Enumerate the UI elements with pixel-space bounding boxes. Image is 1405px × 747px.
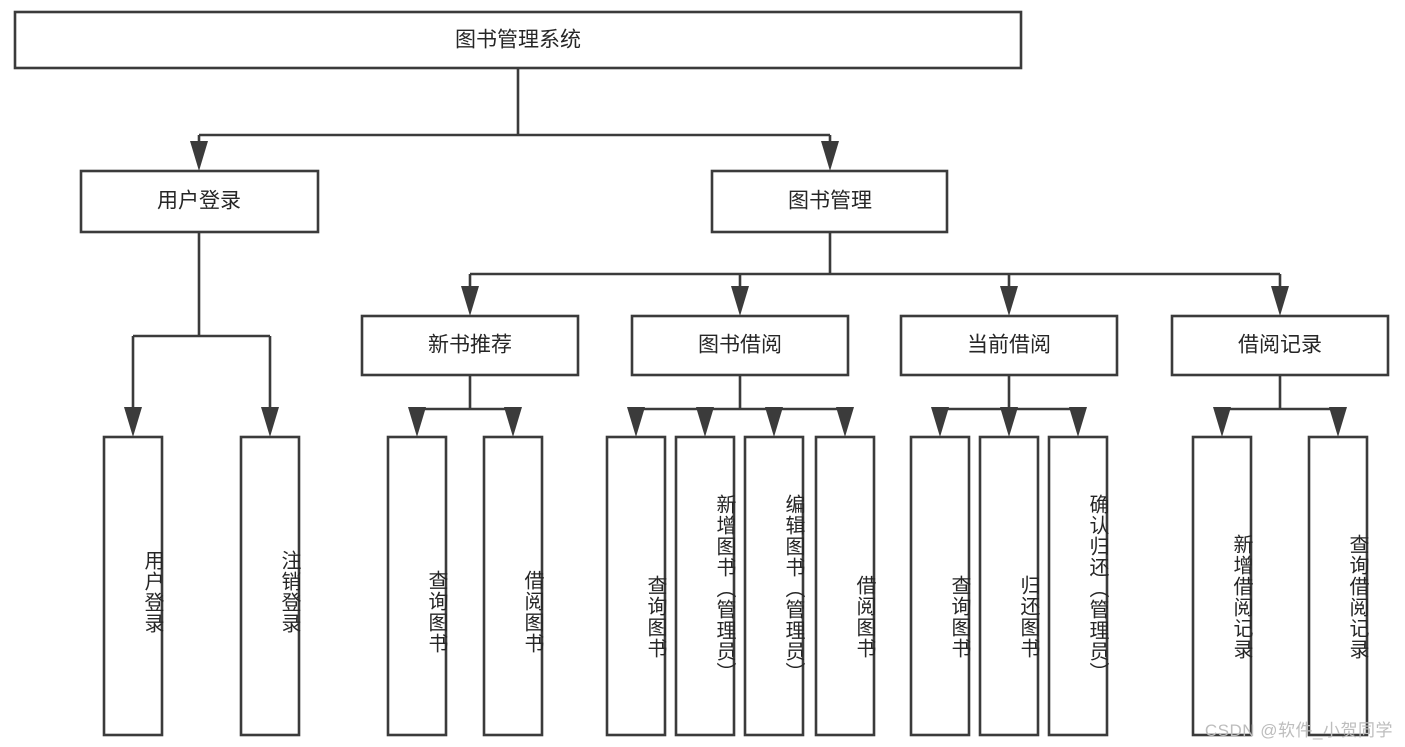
node-borrow-record-label: 借阅记录 (1238, 334, 1322, 357)
node-book-management-label: 图书管理 (788, 190, 872, 213)
leaf-add-book-box[interactable] (674, 435, 736, 737)
connector-group-current-borrow (931, 375, 1087, 437)
connector-group-book-management (461, 232, 1289, 316)
node-root-box[interactable] (13, 10, 1023, 70)
connector-group-new-book-recommend (408, 375, 522, 437)
leaf-query-book-1-box[interactable] (386, 435, 448, 737)
leaf-boxes (102, 435, 1369, 737)
node-root-label: 图书管理系统 (455, 29, 581, 52)
node-user-login-label: 用户登录 (157, 190, 241, 213)
node-current-borrow-box[interactable] (899, 314, 1119, 377)
leaf-query-book-2-box[interactable] (605, 435, 667, 737)
leaf-confirm-return-box[interactable] (1047, 435, 1109, 737)
node-new-book-recommend[interactable]: 新书推荐 (360, 314, 580, 377)
arrow-bm-to-current-borrow (1000, 286, 1018, 316)
node-book-borrow-label: 图书借阅 (698, 334, 782, 357)
node-book-management-box[interactable] (710, 169, 949, 234)
node-borrow-record[interactable]: 借阅记录 (1170, 314, 1390, 377)
node-user-login-box[interactable] (79, 169, 320, 234)
connector-group-book-borrow (627, 375, 854, 437)
node-current-borrow[interactable]: 当前借阅 (899, 314, 1119, 377)
arrow-br-leaf-1 (1213, 407, 1231, 437)
node-current-borrow-label: 当前借阅 (967, 334, 1051, 357)
node-book-borrow-box[interactable] (630, 314, 850, 377)
arrow-nbr-leaf-1 (408, 407, 426, 437)
leaf-query-book-3-box[interactable] (909, 435, 971, 737)
connector-group-user-login (124, 232, 279, 437)
leaf-user-login-box[interactable] (102, 435, 164, 737)
arrow-br-leaf-2 (1329, 407, 1347, 437)
arrow-root-to-user-login (190, 141, 208, 171)
node-new-book-recommend-label: 新书推荐 (428, 334, 512, 357)
arrow-cb-leaf-3 (1069, 407, 1087, 437)
arrow-bb-leaf-2 (696, 407, 714, 437)
arrow-bb-leaf-1 (627, 407, 645, 437)
node-user-login[interactable]: 用户登录 (79, 169, 320, 234)
leaf-borrow-book-1-box[interactable] (482, 435, 544, 737)
arrow-bm-to-new-book-recommend (461, 286, 479, 316)
arrow-cb-leaf-2 (1000, 407, 1018, 437)
leaf-query-record-box[interactable] (1307, 435, 1369, 737)
leaf-borrow-book-2-box[interactable] (814, 435, 876, 737)
leaf-edit-book-box[interactable] (743, 435, 805, 737)
connector-group-borrow-record (1213, 375, 1347, 437)
arrow-nbr-leaf-2 (504, 407, 522, 437)
node-new-book-recommend-box[interactable] (360, 314, 580, 377)
arrow-bm-to-book-borrow (731, 286, 749, 316)
node-book-borrow[interactable]: 图书借阅 (630, 314, 850, 377)
node-book-management[interactable]: 图书管理 (710, 169, 949, 234)
arrow-bb-leaf-3 (765, 407, 783, 437)
leaf-user-logout-box[interactable] (239, 435, 301, 737)
arrow-user-login-leaf-1 (124, 407, 142, 437)
csdn-watermark: CSDN @软件_小贺同学 (1204, 721, 1393, 740)
connector-group-root (190, 68, 839, 171)
node-borrow-record-box[interactable] (1170, 314, 1390, 377)
arrow-bb-leaf-4 (836, 407, 854, 437)
arrow-cb-leaf-1 (931, 407, 949, 437)
arrow-root-to-book-management (821, 141, 839, 171)
leaf-add-record-box[interactable] (1191, 435, 1253, 737)
arrow-user-login-leaf-2 (261, 407, 279, 437)
leaf-return-book-box[interactable] (978, 435, 1040, 737)
arrow-bm-to-borrow-record (1271, 286, 1289, 316)
node-root[interactable]: 图书管理系统 (13, 10, 1023, 70)
